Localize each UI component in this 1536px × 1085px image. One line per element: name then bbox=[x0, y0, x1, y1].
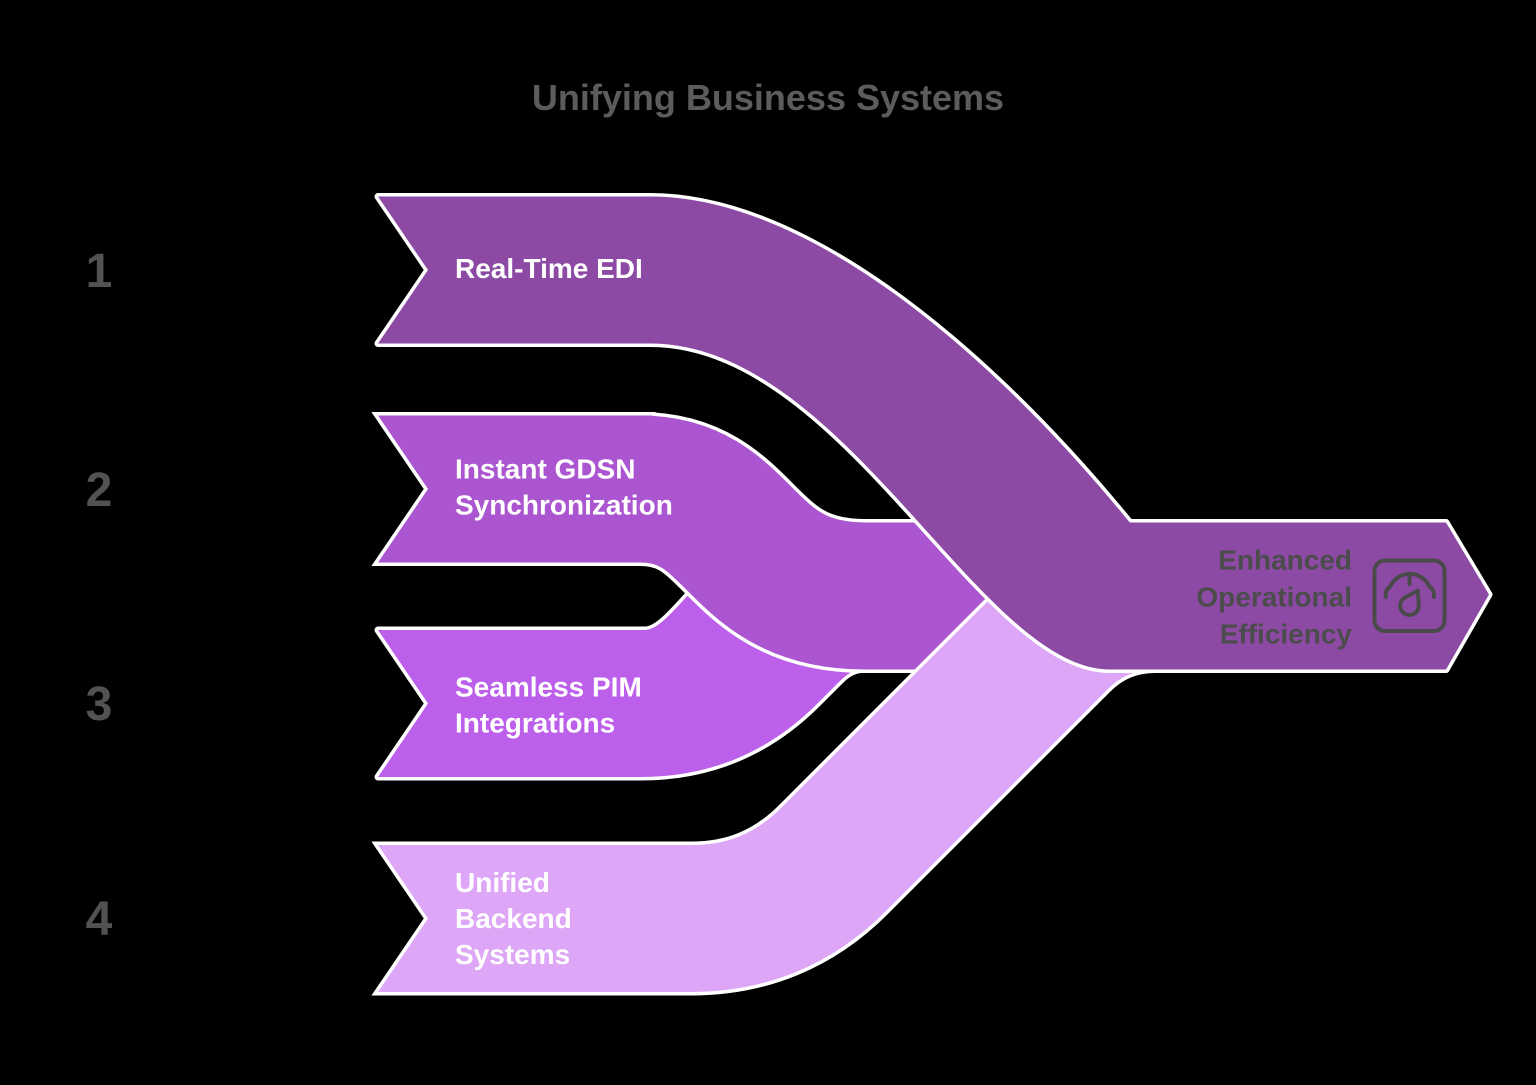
svg-text:Systems: Systems bbox=[455, 939, 570, 970]
svg-text:Efficiency: Efficiency bbox=[1220, 619, 1353, 650]
svg-text:Synchronization: Synchronization bbox=[455, 490, 673, 521]
svg-text:Unifying Business Systems: Unifying Business Systems bbox=[532, 77, 1004, 118]
svg-text:2: 2 bbox=[86, 464, 113, 517]
svg-text:Integrations: Integrations bbox=[455, 708, 615, 739]
svg-text:Operational: Operational bbox=[1196, 582, 1352, 613]
svg-text:Enhanced: Enhanced bbox=[1218, 545, 1352, 576]
svg-text:Instant GDSN: Instant GDSN bbox=[455, 454, 635, 485]
svg-text:1: 1 bbox=[86, 245, 113, 298]
svg-text:4: 4 bbox=[86, 893, 113, 946]
svg-text:Seamless PIM: Seamless PIM bbox=[455, 672, 642, 703]
svg-text:Real-Time EDI: Real-Time EDI bbox=[455, 253, 643, 284]
svg-text:Unified: Unified bbox=[455, 867, 550, 898]
svg-text:Backend: Backend bbox=[455, 903, 572, 934]
svg-text:3: 3 bbox=[86, 678, 113, 731]
